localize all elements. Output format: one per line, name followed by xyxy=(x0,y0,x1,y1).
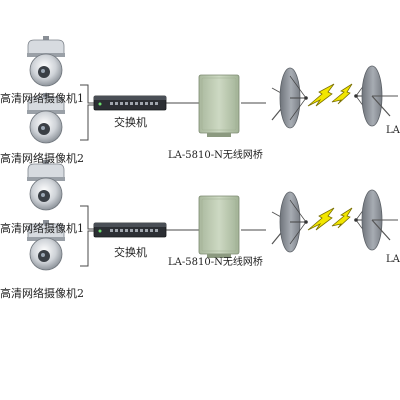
network-switch-icon xyxy=(93,222,167,238)
camera1-label: 高清网络摄像机1 xyxy=(0,222,84,235)
dome-camera-icon xyxy=(26,159,66,211)
dish-antenna-icon xyxy=(271,191,309,253)
right-bridge-label-cut: LA- xyxy=(386,125,400,136)
wire-camera2-to-switch xyxy=(80,230,94,267)
wire-camera1-to-switch xyxy=(80,205,94,230)
wire-camera1-to-switch xyxy=(80,84,94,104)
network-switch-icon xyxy=(93,95,167,111)
camera1-label: 高清网络摄像机1 xyxy=(0,92,84,105)
switch-label: 交换机 xyxy=(114,246,147,259)
right-bridge-label-cut: LA- xyxy=(386,254,400,265)
bridge-label: LA-5810-N无线网桥 xyxy=(168,150,263,161)
dish-antenna-icon xyxy=(353,65,399,127)
dish-antenna-icon xyxy=(353,189,399,251)
group2 xyxy=(26,159,399,271)
lightning-bolt-icon xyxy=(307,207,353,231)
dish-antenna-icon xyxy=(271,67,309,129)
camera2-label: 高清网络摄像机2 xyxy=(0,287,84,300)
switch-label: 交换机 xyxy=(114,116,147,129)
wire-camera2-to-switch xyxy=(80,104,94,141)
wireless-bridge-icon xyxy=(198,74,240,138)
dome-camera-icon xyxy=(26,35,66,87)
bridge-label: LA-5810-N无线网桥 xyxy=(168,257,263,268)
wireless-bridge-icon xyxy=(198,195,240,259)
lightning-bolt-icon xyxy=(307,83,353,107)
group1 xyxy=(26,35,399,144)
camera2-label: 高清网络摄像机2 xyxy=(0,152,84,165)
